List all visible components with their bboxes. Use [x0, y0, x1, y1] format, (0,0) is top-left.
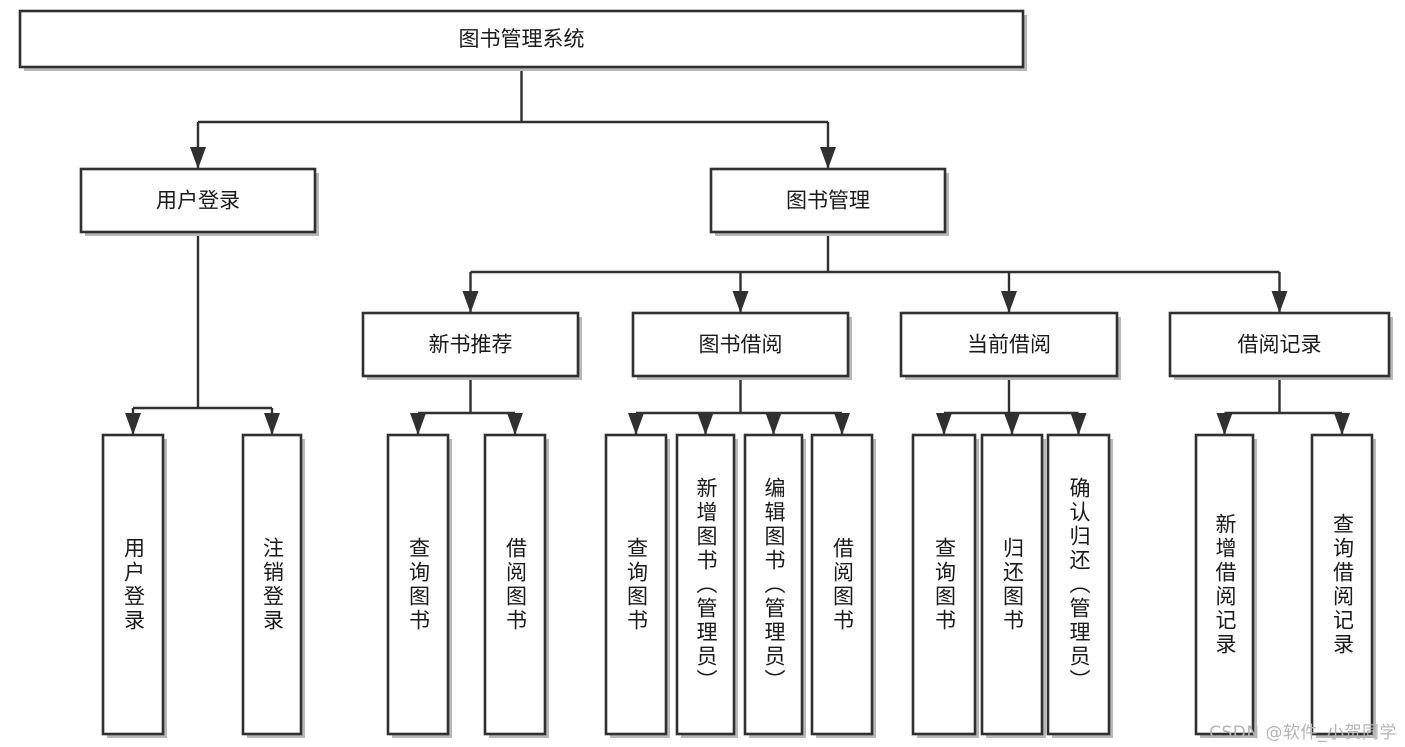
node-leaf-11[interactable] — [1194, 433, 1255, 736]
node-leaf-4[interactable] — [604, 433, 668, 736]
node-leaf-7[interactable] — [810, 433, 874, 736]
node-leaf-8[interactable] — [911, 433, 977, 736]
arrow-head-icon — [1216, 413, 1233, 435]
arrow-head-icon — [264, 413, 280, 435]
node-leaf-12[interactable] — [1310, 433, 1374, 736]
node-leaf-10[interactable] — [1046, 433, 1111, 736]
node-leaf-9[interactable] — [980, 433, 1044, 736]
node-level3-label-0: 新书推荐 — [429, 333, 513, 357]
node-level3-1[interactable] — [631, 311, 850, 378]
boxes-layer — [18, 9, 1393, 738]
node-leaf-2[interactable] — [386, 433, 450, 736]
arrow-head-icon — [834, 413, 850, 435]
arrow-head-icon — [1271, 291, 1288, 313]
arrow-head-icon — [507, 413, 523, 435]
node-level3-2[interactable] — [899, 311, 1119, 378]
arrow-head-icon — [732, 291, 749, 313]
node-level2-label-1: 图书管理 — [786, 189, 870, 213]
node-level2-label-0: 用户登录 — [156, 189, 240, 213]
arrow-head-icon — [697, 413, 714, 435]
node-leaf-1[interactable] — [241, 433, 303, 736]
arrow-head-icon — [190, 147, 206, 169]
node-leaf-6[interactable] — [743, 433, 804, 736]
node-leaf-3[interactable] — [483, 433, 547, 736]
arrow-head-icon — [125, 413, 141, 435]
arrow-head-icon — [410, 413, 426, 435]
arrow-head-icon — [1070, 413, 1087, 435]
node-root[interactable] — [18, 9, 1025, 69]
node-level3-label-1: 图书借阅 — [699, 333, 783, 357]
node-level3-0[interactable] — [361, 311, 580, 378]
node-level2-0[interactable] — [79, 167, 317, 234]
node-level3-label-3: 借阅记录 — [1238, 333, 1322, 357]
arrow-head-icon — [628, 413, 644, 435]
node-level2-1[interactable] — [709, 167, 947, 234]
watermark-text: CSDN @软件_小贺同学 — [1209, 723, 1397, 743]
arrow-head-icon — [462, 291, 479, 313]
node-level3-label-2: 当前借阅 — [967, 333, 1051, 357]
arrow-head-icon — [765, 413, 782, 435]
node-level3-3[interactable] — [1168, 311, 1391, 378]
node-leaf-5[interactable] — [675, 433, 736, 736]
arrow-head-icon — [1001, 291, 1017, 313]
node-leaf-0[interactable] — [101, 433, 165, 736]
connectors-layer — [125, 67, 1350, 435]
arrow-head-icon — [1004, 413, 1020, 435]
arrow-head-icon — [936, 413, 952, 435]
node-root-label: 图书管理系统 — [459, 27, 585, 51]
arrow-head-icon — [820, 147, 836, 169]
arrow-head-icon — [1334, 413, 1350, 435]
